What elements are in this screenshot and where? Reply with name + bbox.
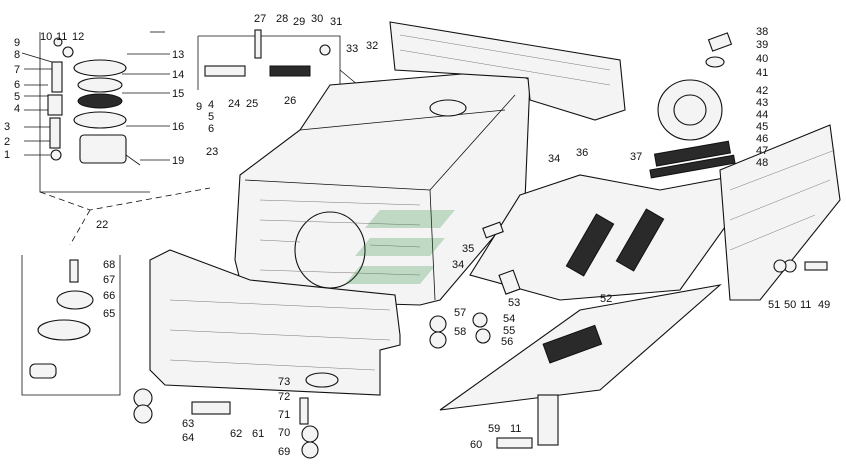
part-label: 67 bbox=[103, 274, 115, 286]
part-label: 37 bbox=[630, 151, 642, 163]
part-label: 26 bbox=[284, 95, 296, 107]
part-label: 11 bbox=[510, 423, 521, 435]
part-label: 3 bbox=[4, 121, 10, 133]
part-label: 52 bbox=[600, 293, 612, 305]
part-label: 38 bbox=[756, 26, 768, 38]
fuel-pump-unit bbox=[649, 32, 736, 179]
part-label: 60 bbox=[470, 439, 482, 451]
part-label: 25 bbox=[246, 98, 258, 110]
part-label: 23 bbox=[206, 146, 218, 158]
part-label: 6 bbox=[14, 79, 20, 91]
part-label: 8 bbox=[14, 49, 20, 61]
part-label: 71 bbox=[278, 409, 290, 421]
part-label: 5 bbox=[14, 91, 20, 103]
part-label: 45 bbox=[756, 121, 768, 133]
part-label: 56 bbox=[501, 336, 513, 348]
part-label: 63 bbox=[182, 418, 194, 430]
part-label: 40 bbox=[756, 53, 768, 65]
part-label: 44 bbox=[756, 109, 768, 121]
part-label: 22 bbox=[96, 219, 108, 231]
part-label: 9 bbox=[14, 37, 20, 49]
part-label: 32 bbox=[366, 40, 378, 52]
part-label: 49 bbox=[818, 299, 830, 311]
fuel-tank bbox=[234, 69, 531, 306]
detail-connector-line bbox=[39, 187, 211, 211]
part-label: 11 bbox=[800, 299, 811, 311]
part-label: 42 bbox=[756, 85, 768, 97]
part-label: 28 bbox=[276, 13, 288, 25]
part-label: 16 bbox=[172, 121, 184, 133]
part-label: 33 bbox=[346, 43, 358, 55]
sensor-detail bbox=[21, 255, 121, 396]
watermark-logo bbox=[345, 210, 455, 284]
part-label: 65 bbox=[103, 308, 115, 320]
part-label: 66 bbox=[103, 290, 115, 302]
part-label: 54 bbox=[503, 313, 515, 325]
part-label: 53 bbox=[508, 297, 520, 309]
part-label: 51 bbox=[768, 299, 780, 311]
part-label: 57 bbox=[454, 307, 466, 319]
part-label: 34 bbox=[548, 153, 560, 165]
part-label: 68 bbox=[103, 259, 115, 271]
part-label: 69 bbox=[278, 446, 290, 458]
part-label: 72 bbox=[278, 391, 290, 403]
part-label: 2 bbox=[4, 136, 10, 148]
part-label: 31 bbox=[330, 16, 342, 28]
part-label: 27 bbox=[254, 13, 266, 25]
part-label: 64 bbox=[182, 432, 194, 444]
part-label: 48 bbox=[756, 157, 768, 169]
part-label: 7 bbox=[14, 64, 20, 76]
fasteners bbox=[133, 221, 828, 459]
tank-top-cover bbox=[389, 21, 626, 121]
part-label: 29 bbox=[293, 16, 305, 28]
part-label: 5 bbox=[208, 111, 214, 123]
part-label: 43 bbox=[756, 97, 768, 109]
part-label: 13 bbox=[172, 49, 184, 61]
filter-assembly-detail bbox=[197, 29, 371, 96]
part-label: 41 bbox=[756, 67, 768, 79]
part-label: 62 bbox=[230, 428, 242, 440]
part-label: 6 bbox=[208, 123, 214, 135]
part-label: 47 bbox=[756, 145, 768, 157]
part-label: 14 bbox=[172, 69, 184, 81]
part-label: 50 bbox=[784, 299, 796, 311]
fuel-gauge-sender-detail bbox=[39, 31, 165, 193]
tank-bracket-frame bbox=[469, 174, 756, 301]
part-label: 11 bbox=[56, 31, 67, 43]
part-label: 59 bbox=[488, 423, 500, 435]
part-label: 4 bbox=[14, 103, 20, 115]
part-label: 55 bbox=[503, 325, 515, 337]
part-label: 39 bbox=[756, 39, 768, 51]
part-label: 58 bbox=[454, 326, 466, 338]
left-box-leaders bbox=[21, 52, 170, 161]
detail-connector-line bbox=[69, 209, 91, 246]
part-label: 36 bbox=[576, 147, 588, 159]
part-label: 1 bbox=[4, 149, 10, 161]
part-label: 61 bbox=[252, 428, 264, 440]
part-label: 24 bbox=[228, 98, 240, 110]
step-plate bbox=[439, 284, 722, 446]
side-panel-right bbox=[719, 124, 841, 301]
part-label: 4 bbox=[208, 99, 214, 111]
part-label: 30 bbox=[311, 13, 323, 25]
part-label: 70 bbox=[278, 427, 290, 439]
part-label: 10 bbox=[40, 31, 52, 43]
part-label: 46 bbox=[756, 133, 768, 145]
part-label: 15 bbox=[172, 88, 184, 100]
part-label: 9 bbox=[196, 101, 202, 113]
part-label: 73 bbox=[278, 376, 290, 388]
part-label: 34 bbox=[452, 259, 464, 271]
mudguard-left bbox=[149, 249, 401, 396]
part-label: 35 bbox=[462, 243, 474, 255]
part-label: 19 bbox=[172, 155, 184, 167]
part-label: 12 bbox=[72, 31, 84, 43]
part-labels: 1 2 3 4 5 6 7 8 9 10 11 12 13 14 15 16 1… bbox=[4, 13, 830, 458]
